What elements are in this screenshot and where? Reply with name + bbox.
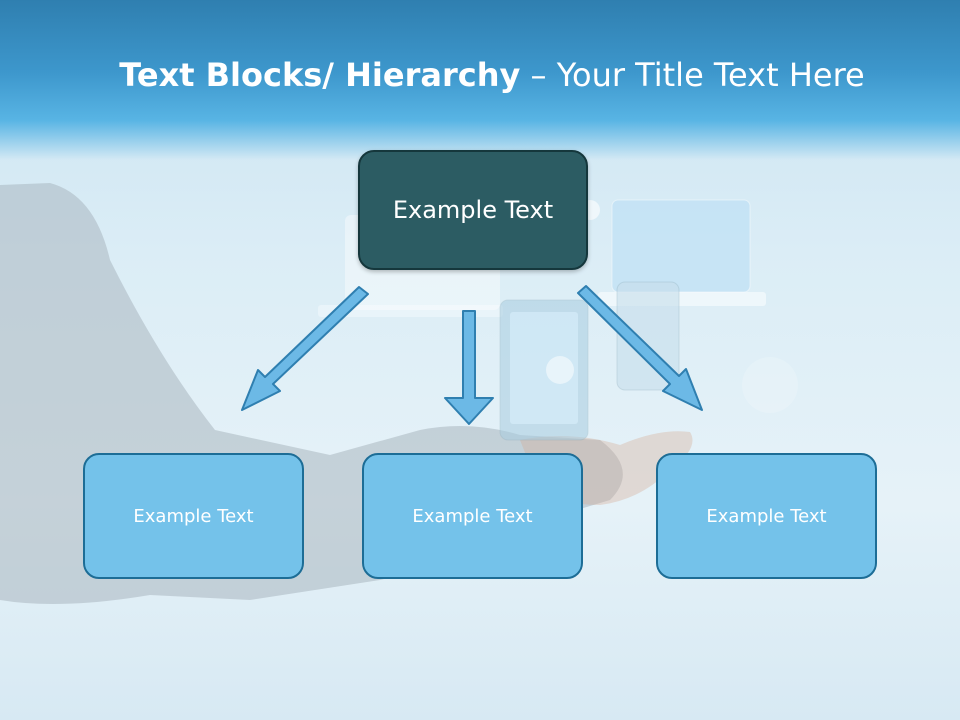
title-banner: [0, 0, 960, 160]
child-node-label: Example Text: [133, 505, 254, 527]
title-bold-part: Text Blocks/ Hierarchy: [119, 56, 521, 94]
arrow-to-right-box: [577, 285, 703, 411]
child-node-right[interactable]: Example Text: [656, 453, 877, 579]
root-node[interactable]: Example Text: [358, 150, 588, 270]
child-node-label: Example Text: [412, 505, 533, 527]
root-node-label: Example Text: [392, 196, 554, 224]
title-regular-part: – Your Title Text Here: [520, 56, 865, 94]
child-node-label: Example Text: [706, 505, 827, 527]
slide-title: Text Blocks/ Hierarchy – Your Title Text…: [0, 56, 960, 94]
child-node-middle[interactable]: Example Text: [362, 453, 583, 579]
arrow-to-left-box: [241, 286, 369, 411]
child-node-left[interactable]: Example Text: [83, 453, 304, 579]
arrow-to-middle-box: [444, 310, 494, 425]
